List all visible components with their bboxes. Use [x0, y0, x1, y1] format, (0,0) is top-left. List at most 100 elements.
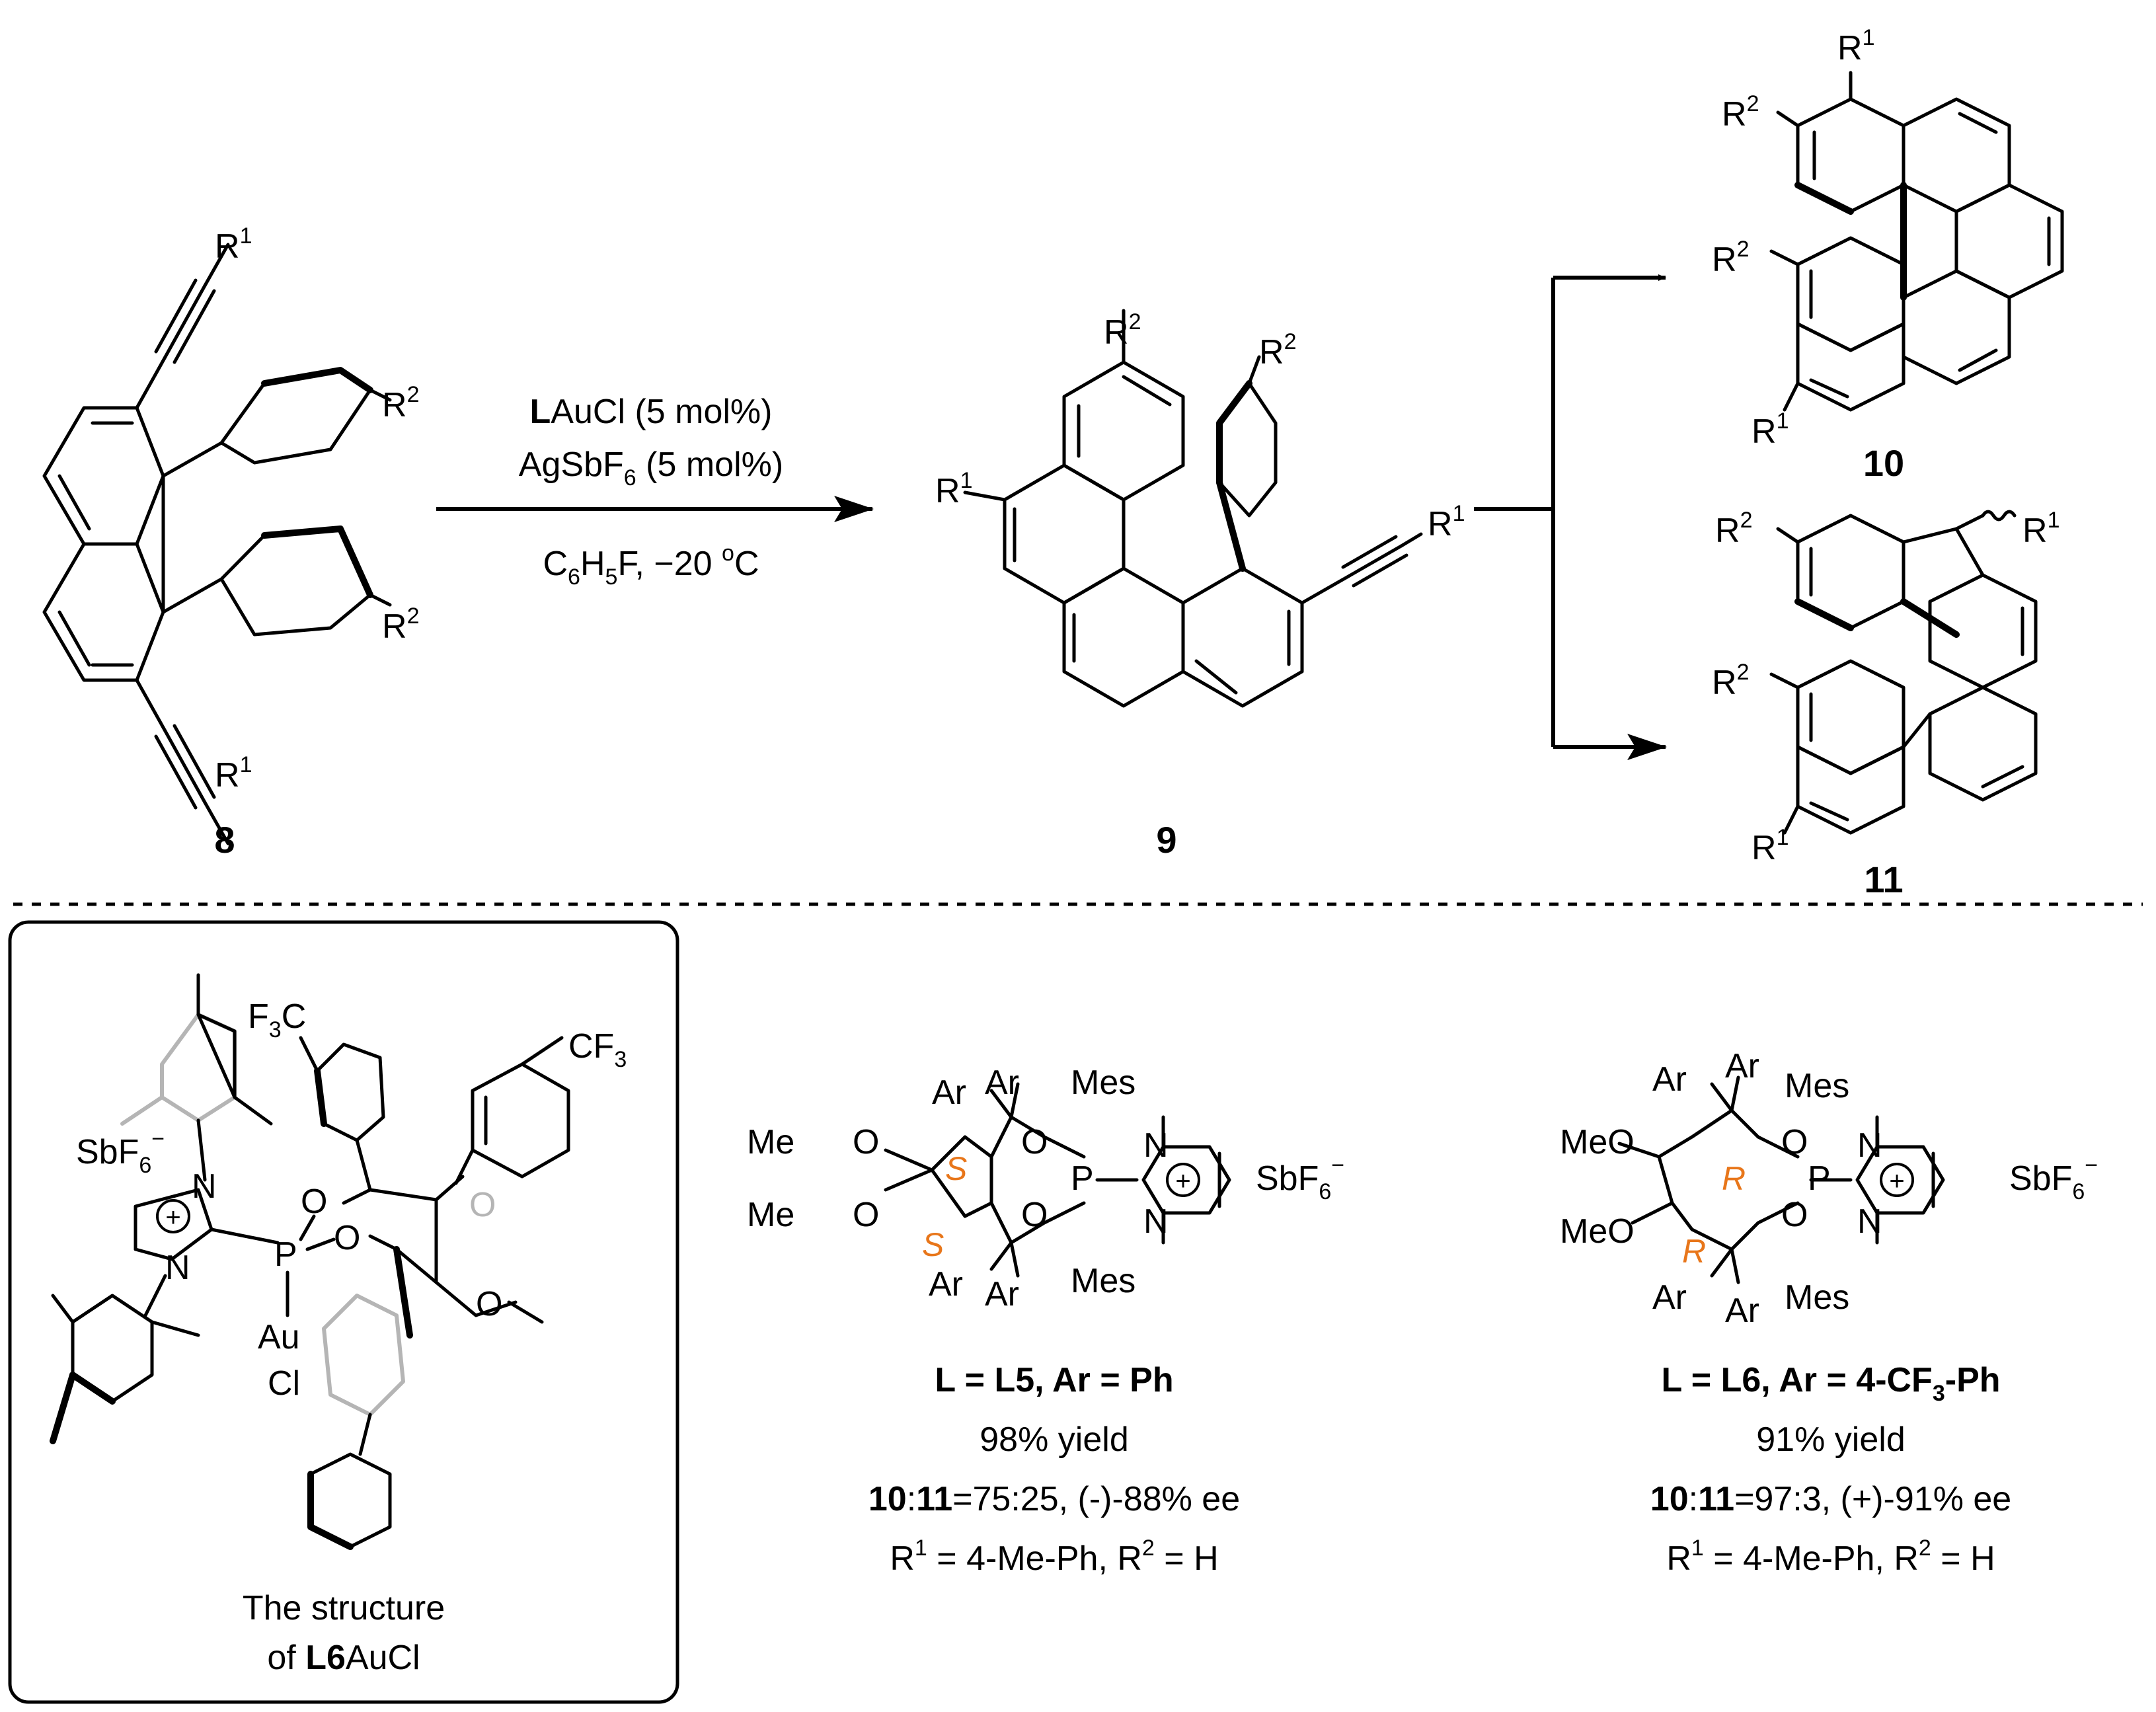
- mes-label: Mes: [1071, 1262, 1136, 1300]
- ar-label: Ar: [1725, 1047, 1759, 1085]
- atom-n-bottom: N: [165, 1249, 190, 1287]
- r2-label: R: [1259, 333, 1284, 371]
- r2-sup: 2: [1284, 329, 1297, 354]
- r1-sup: 1: [2048, 508, 2060, 533]
- ar-label: Ar: [929, 1265, 963, 1303]
- me-label: Me: [747, 1196, 794, 1234]
- r1-sup: 1: [1777, 409, 1789, 434]
- atom-o-ether: O: [476, 1285, 502, 1323]
- branch-arrows: [1474, 274, 1667, 760]
- r2-sup: 2: [1740, 508, 1753, 533]
- svg-text:R2: R2: [1104, 309, 1141, 352]
- atom-cl: Cl: [268, 1364, 300, 1403]
- l5-sbf6: SbF6−: [1256, 1153, 1344, 1204]
- r1-sup: 1: [1453, 501, 1465, 526]
- atom-o: O: [1781, 1196, 1808, 1234]
- compound-number-9: 9: [1156, 819, 1176, 861]
- svg-text:R2: R2: [1715, 508, 1752, 550]
- svg-text:R2: R2: [1712, 660, 1749, 702]
- l5-plus: +: [1175, 1167, 1190, 1196]
- compound-number-8: 8: [214, 819, 235, 861]
- imidazolium-plus: +: [165, 1203, 180, 1232]
- svg-text:R1: R1: [935, 468, 972, 510]
- result-yield: 98% yield: [980, 1420, 1128, 1459]
- r1-label: R: [1428, 505, 1453, 543]
- atom-p: P: [274, 1235, 297, 1274]
- r2-label: R: [1712, 664, 1737, 702]
- svg-text:R1: R1: [1752, 825, 1789, 867]
- svg-text:R2: R2: [1259, 329, 1296, 371]
- mes-label: Mes: [1785, 1278, 1849, 1317]
- stereo-s-1: S: [945, 1150, 967, 1187]
- naphthalene-core: [42, 406, 165, 682]
- atom-au: Au: [258, 1318, 300, 1356]
- result-title: L = L5, Ar = Ph: [935, 1361, 1173, 1399]
- svg-text:R1: R1: [215, 223, 252, 266]
- sbf6-anion: SbF6−: [76, 1126, 165, 1178]
- aryl-lower: [161, 525, 392, 637]
- r1-label: R: [2022, 512, 2048, 550]
- result-yield: 91% yield: [1756, 1420, 1905, 1459]
- atom-o: O: [1781, 1123, 1808, 1161]
- svg-text:R1: R1: [1428, 501, 1465, 543]
- compound-9: R2 R2 R1 R1 9: [935, 309, 1465, 861]
- ligand-l5: + Ar Ar Ar Ar Mes Mes N N Me Me O O O O …: [747, 1064, 1344, 1313]
- svg-text:R2: R2: [1722, 91, 1759, 134]
- r2-sup: 2: [407, 382, 420, 407]
- atom-p: P: [1071, 1159, 1094, 1198]
- atom-p: P: [1808, 1159, 1831, 1198]
- r1-label: R: [1752, 412, 1777, 451]
- r2-label: R: [382, 386, 407, 424]
- alkyne-upper: [135, 243, 230, 410]
- l6-sbf6: SbF6−: [2009, 1153, 2098, 1204]
- aryl-upper: [161, 367, 392, 478]
- atom-n: N: [1857, 1202, 1882, 1241]
- box-caption-line2: of L6AuCl: [267, 1639, 420, 1677]
- r1-sup: 1: [240, 752, 252, 777]
- r1-sup: 1: [1777, 825, 1789, 850]
- r1-label: R: [1752, 829, 1777, 867]
- results-l6: L = L6, Ar = 4-CF3-Ph 91% yield 10:11=97…: [1650, 1361, 2011, 1578]
- ligand-l6: + Ar Ar Ar Ar Mes Mes N N MeO MeO O O P …: [1560, 1047, 2098, 1330]
- atom-n: N: [1143, 1126, 1169, 1165]
- atom-o: O: [853, 1123, 879, 1161]
- stereo-s-2: S: [922, 1226, 944, 1263]
- atom-n: N: [1857, 1126, 1882, 1165]
- r2-label: R: [1715, 512, 1740, 550]
- atom-o: O: [1021, 1196, 1048, 1234]
- result-substituents: R1 = 4-Me-Ph, R2 = H: [890, 1536, 1218, 1578]
- compound-10: R2 R1 R2 R1 10: [1712, 25, 2064, 484]
- r1-label: R: [215, 756, 240, 795]
- atom-o-2: O: [334, 1219, 360, 1257]
- ar-label: Ar: [985, 1064, 1019, 1102]
- ar-label: Ar: [1725, 1292, 1759, 1330]
- atom-o: O: [1021, 1123, 1048, 1161]
- condition-silver-salt: AgSbF6 (5 mol%): [519, 446, 783, 490]
- results-l5: L = L5, Ar = Ph 98% yield 10:11=75:25, (…: [868, 1361, 1240, 1578]
- condition-solvent-temp: C6H5F, −20 oC: [543, 541, 759, 590]
- compound-11: R2 R1 R2 R1 11: [1712, 508, 2060, 900]
- compound-number-10: 10: [1863, 442, 1904, 484]
- r2-label: R: [382, 607, 407, 646]
- r2-label: R: [1712, 241, 1737, 279]
- ar-label: Ar: [1652, 1060, 1687, 1099]
- r2-sup: 2: [1129, 309, 1141, 334]
- compound-8: R1 R2 R2 R1 8: [42, 223, 420, 861]
- l6aucl-structure-box: + N N SbF6− P Au Cl O O O F3C: [8, 920, 679, 1704]
- svg-text:R1: R1: [1752, 409, 1789, 451]
- r1-label: R: [935, 472, 960, 510]
- ar-label: Ar: [932, 1073, 966, 1112]
- r2-sup: 2: [407, 603, 420, 629]
- r2-sup: 2: [1737, 660, 1750, 685]
- atom-o-1: O: [301, 1183, 327, 1221]
- meo-label: MeO: [1560, 1212, 1635, 1251]
- stereo-r-1: R: [1722, 1160, 1746, 1197]
- l6-plus: +: [1889, 1167, 1904, 1196]
- atom-o-grey: O: [469, 1186, 496, 1224]
- r1-sup: 1: [240, 223, 252, 249]
- meo-label: MeO: [1560, 1123, 1635, 1161]
- f3c-group: F3C: [248, 997, 306, 1042]
- stereo-r-2: R: [1682, 1233, 1706, 1270]
- result-ratio: 10:11=75:25, (-)-88% ee: [868, 1480, 1240, 1518]
- mes-label: Mes: [1071, 1064, 1136, 1102]
